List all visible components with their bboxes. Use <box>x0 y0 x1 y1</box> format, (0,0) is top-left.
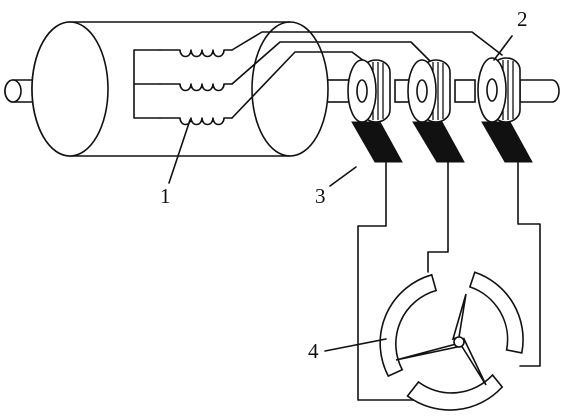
coil-upper <box>159 49 233 58</box>
stator-ring-seg-3 <box>406 373 504 411</box>
stator <box>379 271 524 411</box>
rotor-coils <box>133 49 233 126</box>
label-stator: 4 <box>308 339 319 363</box>
coil-lower <box>159 117 233 126</box>
slip-ring-2 <box>407 59 451 123</box>
slip-ring-1 <box>347 59 391 123</box>
rotor-star-blade-1 <box>451 293 467 341</box>
rotor-star-blade-2 <box>395 341 463 361</box>
leader-lines <box>168 35 513 352</box>
label-brushes: 3 <box>315 184 326 208</box>
brush-2 <box>412 121 465 163</box>
brush-3 <box>481 121 533 163</box>
stator-ring-seg-2 <box>468 271 524 354</box>
slip-ring-3 <box>477 57 521 123</box>
brush-1 <box>351 121 403 163</box>
rotor-star-blade-3 <box>460 337 487 386</box>
rotor-cylinder <box>31 21 329 157</box>
label-slip-rings: 2 <box>517 7 528 31</box>
brushes <box>351 121 533 163</box>
stator-ring-seg-1 <box>379 273 438 378</box>
coil-middle <box>159 83 233 92</box>
label-coils: 1 <box>160 184 171 208</box>
